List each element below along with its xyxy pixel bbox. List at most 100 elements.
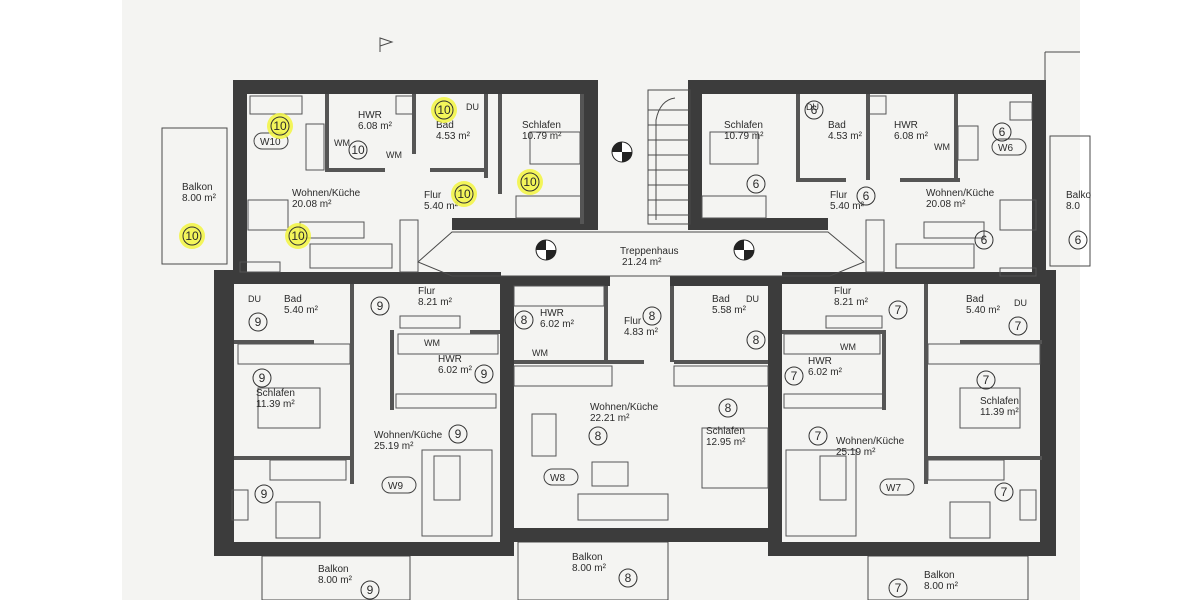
marker-number: 9 xyxy=(481,367,488,381)
room-area: 25.19 m² xyxy=(836,447,876,458)
marker-number: 7 xyxy=(983,373,990,387)
marker-circle xyxy=(474,364,494,384)
room-name: Wohnen/Küche xyxy=(590,402,659,413)
exterior-walls xyxy=(214,80,1056,556)
marker-circle xyxy=(360,580,380,600)
marker-m9-wohnen: 9 xyxy=(448,424,468,444)
room-area: 4.53 m² xyxy=(436,131,471,142)
marker-circle xyxy=(808,426,828,446)
marker-circle xyxy=(784,366,804,386)
wm-w9: WM xyxy=(424,338,440,348)
marker-number: 8 xyxy=(521,313,528,327)
marker-circle xyxy=(718,398,738,418)
du-w9: DU xyxy=(248,294,261,304)
room-area: 6.08 m² xyxy=(894,131,929,142)
marker-m8-schlafen: 8 xyxy=(718,398,738,418)
room-name: HWR xyxy=(438,354,462,365)
marker-circle xyxy=(618,568,638,588)
marker-circle xyxy=(888,300,908,320)
du-w6: DU xyxy=(806,102,819,112)
marker-m7-flur: 7 xyxy=(888,300,908,320)
marker-circle xyxy=(992,122,1012,142)
room-area: 8.00 m² xyxy=(318,575,353,586)
marker-m6-balkon: 6 xyxy=(1068,230,1088,250)
marker-number: 9 xyxy=(255,315,262,329)
marker-number: 7 xyxy=(895,303,902,317)
marker-m9-bad: 9 xyxy=(248,312,268,332)
marker-m7-kitchen: 7 xyxy=(994,482,1014,502)
marker-number: 10 xyxy=(457,187,471,201)
marker-m7-balkon: 7 xyxy=(888,578,908,598)
marker-number: 6 xyxy=(863,189,870,203)
room-name: Schlafen xyxy=(724,120,763,131)
marker-circle xyxy=(182,226,202,246)
marker-m8-hwr: 8 xyxy=(514,310,534,330)
room-area: 6.02 m² xyxy=(540,319,575,330)
marker-number: 8 xyxy=(753,333,760,347)
marker-m9-balkon: 9 xyxy=(360,580,380,600)
stair-area: 21.24 m² xyxy=(622,257,662,268)
room-name: Schlafen xyxy=(256,388,295,399)
furniture xyxy=(231,131,1037,539)
unit-tag-text: W10 xyxy=(260,137,281,148)
marker-number: 7 xyxy=(1015,319,1022,333)
tag-w7: W7 xyxy=(879,478,915,496)
tag-w6: W6 xyxy=(991,138,1027,156)
room-name: Wohnen/Küche xyxy=(292,188,361,199)
built-ins xyxy=(237,95,1041,481)
marker-circle xyxy=(746,330,766,350)
marker-m10-balkon: 10 xyxy=(179,223,205,249)
room-area: 5.40 m² xyxy=(830,201,865,212)
balcony-w10 xyxy=(161,127,228,265)
room-area: 12.95 m² xyxy=(706,437,746,448)
marker-number: 6 xyxy=(999,125,1006,139)
stair-label: Treppenhaus xyxy=(620,246,679,257)
room-name: Flur xyxy=(830,190,848,201)
marker-m9-hwr: 9 xyxy=(474,364,494,384)
room-name: Balkon xyxy=(182,182,213,193)
marker-number: 6 xyxy=(753,177,760,191)
wm-w6a: WM xyxy=(934,142,950,152)
marker-number: 8 xyxy=(649,309,656,323)
room-area: 8.00 m² xyxy=(182,193,217,204)
room-name: Flur xyxy=(834,286,852,297)
marker-number: 6 xyxy=(981,233,988,247)
interior-partitions xyxy=(234,94,1042,484)
marker-m8-balkon: 8 xyxy=(618,568,638,588)
room-name: Flur xyxy=(624,316,642,327)
room-area: 6.02 m² xyxy=(438,365,473,376)
room-area: 25.19 m² xyxy=(374,441,414,452)
paper-sheet xyxy=(122,0,1080,600)
room-area: 8.00 m² xyxy=(924,581,959,592)
room-area: 11.39 m² xyxy=(980,407,1019,418)
room-area: 5.40 m² xyxy=(424,201,459,212)
marker-number: 7 xyxy=(815,429,822,443)
marker-circle xyxy=(434,100,454,120)
marker-number: 10 xyxy=(437,103,451,117)
room-name: Balko xyxy=(1066,190,1091,201)
marker-circle xyxy=(888,578,908,598)
marker-circle xyxy=(1008,316,1028,336)
wm-w8: WM xyxy=(532,348,548,358)
room-name: Bad xyxy=(828,120,846,131)
marker-m6-wohnen: 6 xyxy=(974,230,994,250)
room-name: HWR xyxy=(808,356,832,367)
